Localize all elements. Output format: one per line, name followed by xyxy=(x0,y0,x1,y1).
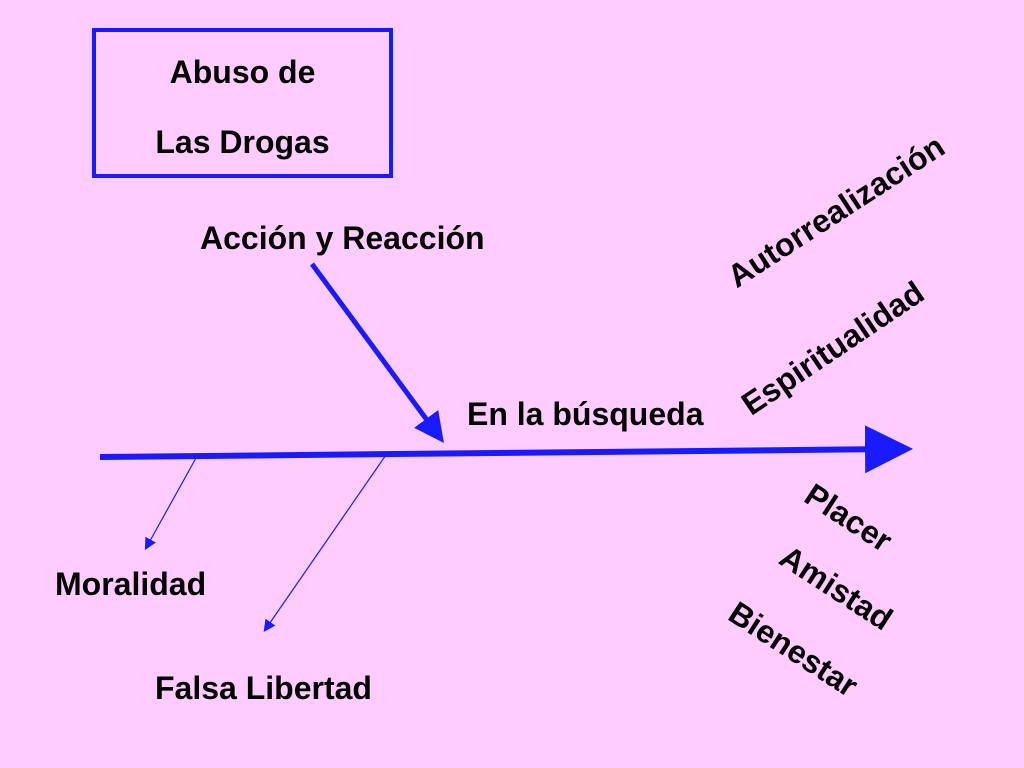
title-line-1: Abuso de xyxy=(169,54,316,90)
title-line-2: Las Drogas xyxy=(155,124,330,160)
falsa-libertad-arrow xyxy=(263,451,389,632)
label-accion-reaccion: Acción y Reacción xyxy=(200,220,485,256)
title-box: Abuso de Las Drogas xyxy=(92,28,393,178)
label-moralidad: Moralidad xyxy=(55,566,207,602)
label-en-la-busqueda: En la búsqueda xyxy=(467,396,704,432)
accion-arrow xyxy=(309,262,444,444)
main-arrow xyxy=(99,425,913,474)
moralidad-arrow xyxy=(144,457,197,551)
label-falsa-libertad: Falsa Libertad xyxy=(155,670,372,706)
